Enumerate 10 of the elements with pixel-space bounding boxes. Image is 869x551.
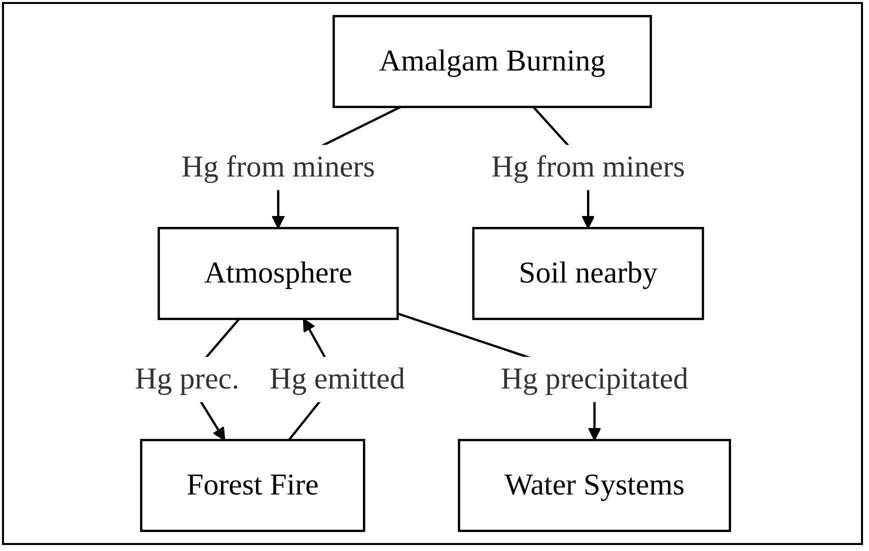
edge-label: Hg emitted — [270, 362, 406, 396]
edge-label: Hg from miners — [491, 150, 685, 184]
edge-label: Hg from miners — [181, 150, 375, 184]
node-box: Forest Fire — [140, 438, 366, 532]
node-box: Amalgam Burning — [332, 14, 652, 108]
node-box: Soil nearby — [472, 226, 704, 320]
node-box: Atmosphere — [158, 226, 399, 320]
edge-label: Hg precipitated — [500, 362, 688, 396]
node-box: Water Systems — [458, 438, 732, 532]
edge-label: Hg prec. — [135, 362, 240, 396]
